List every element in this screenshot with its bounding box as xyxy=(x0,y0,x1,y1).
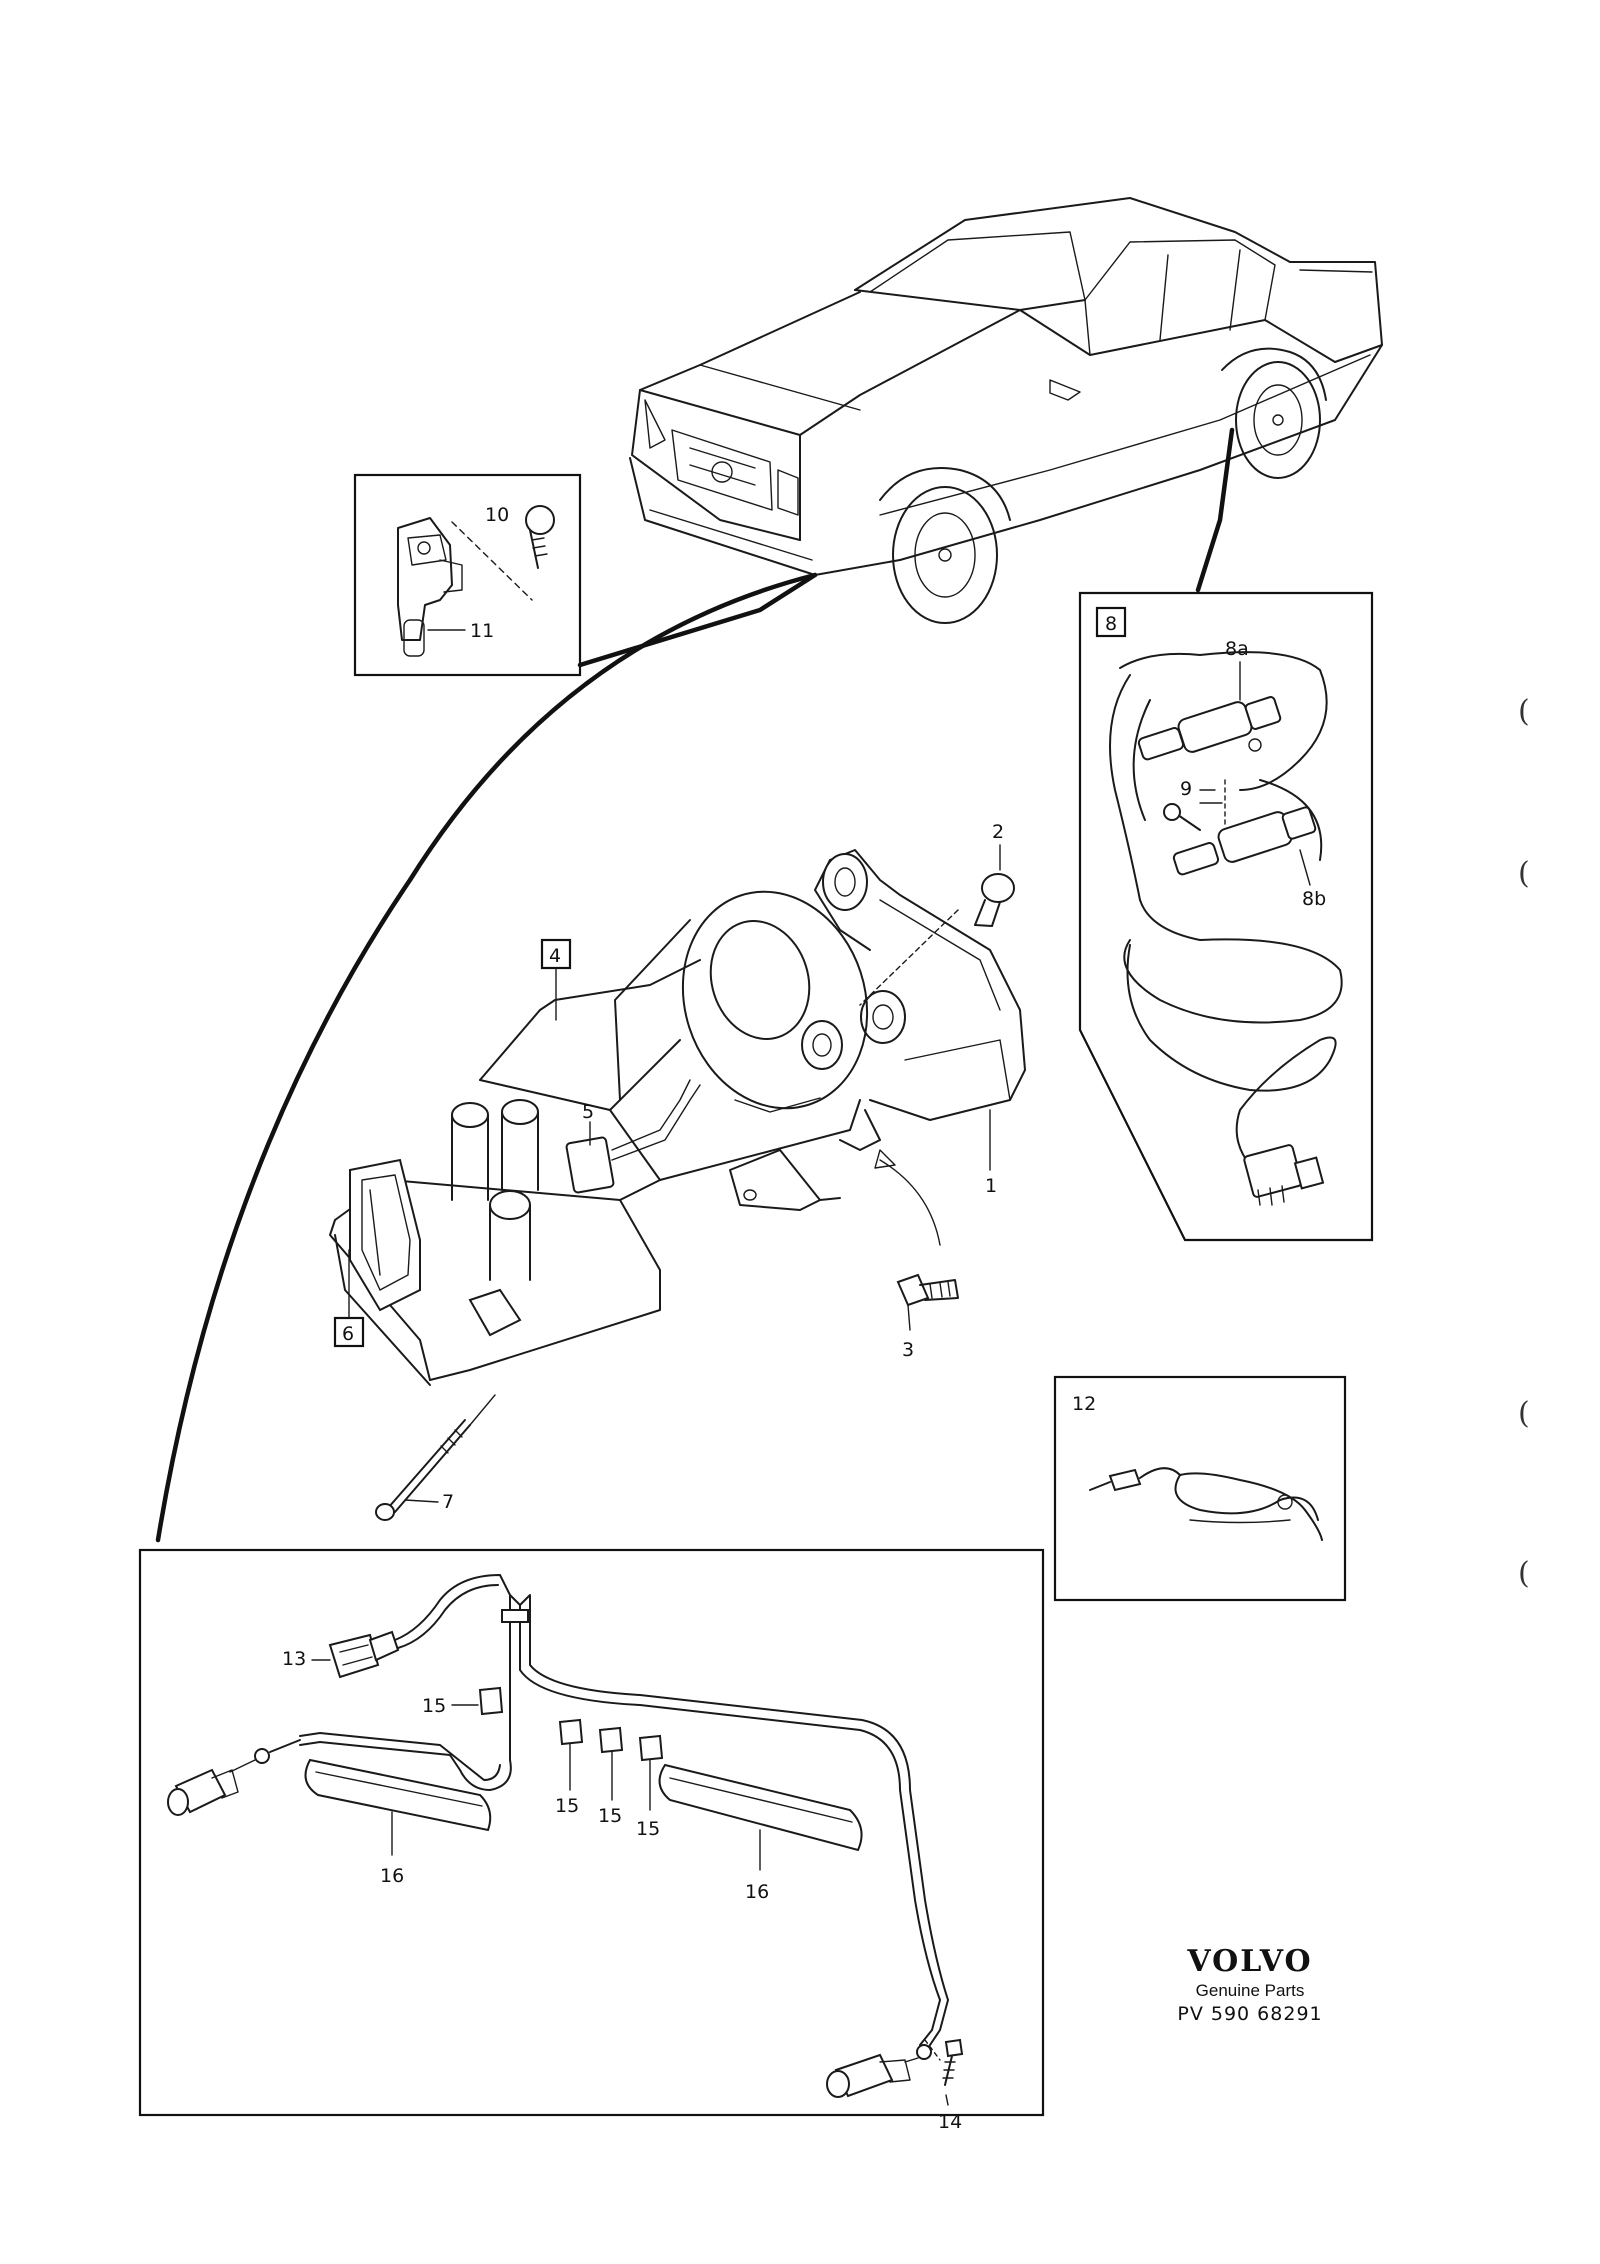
brand-block: VOLVO Genuine Parts PV 590 68291 xyxy=(1140,1944,1360,2025)
part-code: PV 590 68291 xyxy=(1177,2003,1323,2025)
leader-lines xyxy=(155,427,1235,1543)
callout-2: 2 xyxy=(992,821,1004,843)
callout-8b: 8b xyxy=(1302,888,1326,910)
box-wiring-harness: 13 14 15 xyxy=(138,1548,1045,2133)
callout-8: 8 xyxy=(1105,613,1117,635)
callout-11: 11 xyxy=(470,620,494,642)
callout-13: 13 xyxy=(282,1648,306,1670)
callout-15-d: 15 xyxy=(636,1818,660,1840)
box-rear-sensor: 10 11 xyxy=(353,473,582,677)
callout-15-b: 15 xyxy=(555,1795,579,1817)
bolt-2: 2 xyxy=(974,821,1015,927)
callout-16-a: 16 xyxy=(380,1865,404,1887)
callout-15-a: 15 xyxy=(422,1695,446,1717)
car-illustration xyxy=(629,197,1383,624)
callout-1: 1 xyxy=(985,1175,997,1197)
box-front-sensors: 8 8a 9 8b xyxy=(1078,591,1374,1242)
callout-15-c: 15 xyxy=(598,1805,622,1827)
bolt-3: 3 xyxy=(896,1273,959,1361)
callout-9: 9 xyxy=(1180,778,1192,800)
callout-4: 4 xyxy=(549,945,561,967)
margin-mark: ( xyxy=(1518,1396,1530,1431)
abs-modulator: 4 6 5 1 xyxy=(329,849,1026,1386)
callout-16-b: 16 xyxy=(745,1881,769,1903)
callout-8a: 8a xyxy=(1225,638,1249,660)
callout-3: 3 xyxy=(902,1339,914,1361)
callout-10: 10 xyxy=(485,504,509,526)
callout-12: 12 xyxy=(1072,1393,1096,1415)
bolt-7: 7 xyxy=(375,1394,496,1521)
box-sensor-12: 12 xyxy=(1053,1375,1347,1602)
callout-7: 7 xyxy=(442,1491,454,1513)
callout-14: 14 xyxy=(938,2111,962,2133)
margin-mark: ( xyxy=(1518,856,1530,891)
margin-mark: ( xyxy=(1518,694,1530,729)
callout-5: 5 xyxy=(582,1101,594,1123)
margin-mark: ( xyxy=(1518,1556,1530,1591)
volvo-logo: VOLVO xyxy=(1187,1944,1313,1979)
brand-subtitle: Genuine Parts xyxy=(1195,1981,1305,2000)
callout-6: 6 xyxy=(342,1323,354,1345)
